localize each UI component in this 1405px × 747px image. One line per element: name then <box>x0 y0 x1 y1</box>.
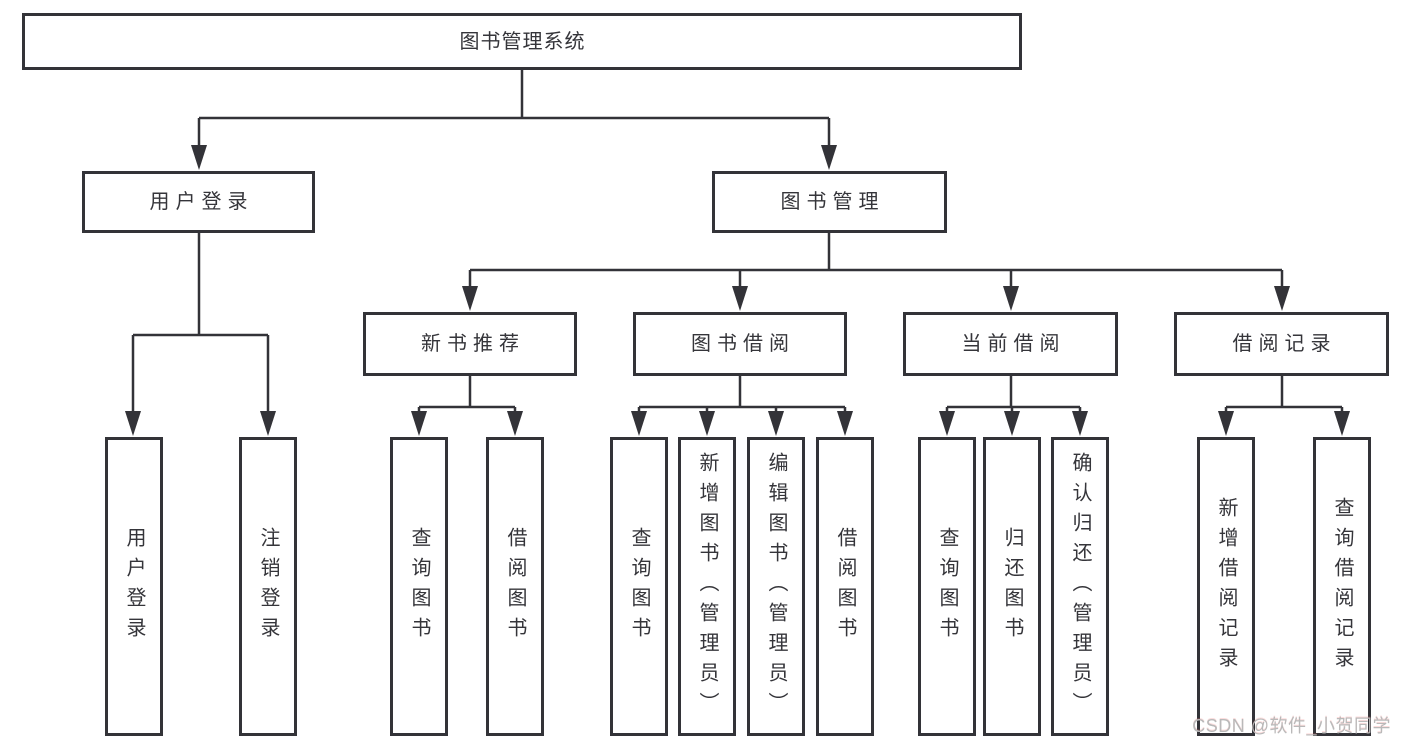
arrow-head-icon <box>507 411 523 436</box>
node-label: 用户登录 <box>149 191 254 213</box>
arrow-head-icon <box>1218 411 1234 436</box>
leaf-query-books-borrowing: 查询图书 <box>610 437 668 736</box>
arrow-head-icon <box>1003 286 1019 311</box>
arrow-head-icon <box>699 411 715 436</box>
node-new-book-recommend: 新书推荐 <box>363 312 577 376</box>
arrow-head-icon <box>1072 411 1088 436</box>
node-label: 当前借阅 <box>961 333 1066 355</box>
node-borrowing-records: 借阅记录 <box>1174 312 1389 376</box>
leaf-borrow-books-recommend: 借阅图书 <box>486 437 544 736</box>
leaf-confirm-return-admin: 确认归还（管理员） <box>1051 437 1109 736</box>
node-current-borrowing: 当前借阅 <box>903 312 1118 376</box>
node-library-system: 图书管理系统 <box>22 13 1022 70</box>
node-label: 新增借阅记录 <box>1215 496 1237 677</box>
leaf-query-books-current: 查询图书 <box>918 437 976 736</box>
arrow-head-icon <box>821 145 837 170</box>
arrow-head-icon <box>631 411 647 436</box>
arrow-head-icon <box>411 411 427 436</box>
node-label: 注销登录 <box>257 526 279 647</box>
leaf-logout: 注销登录 <box>239 437 297 736</box>
node-label: 确认归还（管理员） <box>1069 451 1091 722</box>
arrow-head-icon <box>260 411 276 436</box>
node-label: 查询图书 <box>628 526 650 647</box>
arrow-head-icon <box>462 286 478 311</box>
arrow-head-icon <box>1274 286 1290 311</box>
node-label: 新书推荐 <box>421 333 525 355</box>
arrow-head-icon <box>191 145 207 170</box>
arrow-head-icon <box>1004 411 1020 436</box>
node-label: 归还图书 <box>1001 526 1023 647</box>
watermark: CSDN @软件_小贺同学 <box>1192 716 1391 736</box>
node-label: 图书管理系统 <box>459 30 586 53</box>
node-label: 图书管理 <box>780 191 885 213</box>
node-label: 查询图书 <box>408 526 430 647</box>
arrow-head-icon <box>768 411 784 436</box>
node-label: 查询图书 <box>936 526 958 647</box>
node-user-login: 用户登录 <box>82 171 315 233</box>
node-label: 新增图书（管理员） <box>696 451 718 722</box>
arrow-head-icon <box>125 411 141 436</box>
leaf-user-login: 用户登录 <box>105 437 163 736</box>
leaf-add-books-admin: 新增图书（管理员） <box>678 437 736 736</box>
leaf-add-borrow-record: 新增借阅记录 <box>1197 437 1255 736</box>
node-book-borrowing: 图书借阅 <box>633 312 847 376</box>
leaf-return-books: 归还图书 <box>983 437 1041 736</box>
leaf-query-books-recommend: 查询图书 <box>390 437 448 736</box>
arrow-head-icon <box>837 411 853 436</box>
tree-edges <box>131 70 1344 413</box>
arrow-heads <box>125 145 1350 436</box>
leaf-query-borrow-record: 查询借阅记录 <box>1313 437 1371 736</box>
node-book-management: 图书管理 <box>712 171 947 233</box>
node-label: 查询借阅记录 <box>1331 496 1353 677</box>
node-label: 借阅图书 <box>834 526 856 647</box>
node-label: 编辑图书（管理员） <box>765 451 787 722</box>
node-label: 用户登录 <box>123 526 145 647</box>
arrow-head-icon <box>1334 411 1350 436</box>
node-label: 图书借阅 <box>691 333 795 355</box>
node-label: 借阅图书 <box>504 526 526 647</box>
leaf-borrow-books-borrowing: 借阅图书 <box>816 437 874 736</box>
leaf-edit-books-admin: 编辑图书（管理员） <box>747 437 805 736</box>
arrow-head-icon <box>939 411 955 436</box>
node-label: 借阅记录 <box>1232 333 1337 355</box>
arrow-head-icon <box>732 286 748 311</box>
